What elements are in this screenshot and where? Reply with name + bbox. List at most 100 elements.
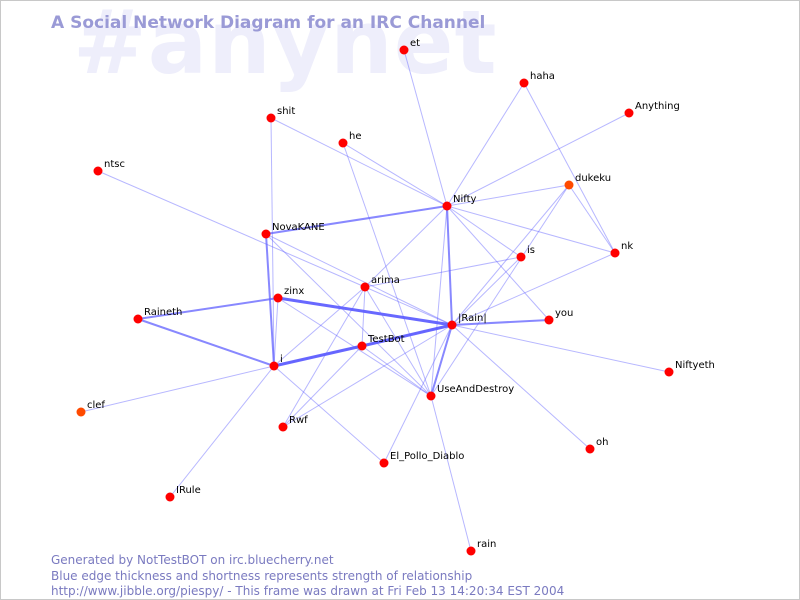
edge-TestBot-Rain (361, 323, 453, 348)
node-TestBot[interactable]: TestBot (357, 334, 405, 351)
node-IRule[interactable]: IRule (165, 485, 201, 502)
node-dot[interactable] (624, 108, 634, 118)
edge-TestBot-i (273, 344, 363, 368)
node-dot[interactable] (447, 320, 457, 330)
edge-Nifty-Rain (446, 205, 453, 326)
node-dot[interactable] (266, 113, 276, 123)
node-dot[interactable] (269, 361, 279, 371)
node-Rwf[interactable]: Rwf (278, 415, 309, 432)
node-arima[interactable]: arima (360, 275, 400, 292)
node-label: Niftyeth (675, 360, 715, 371)
node-dot[interactable] (585, 444, 595, 454)
node-dot[interactable] (379, 458, 389, 468)
node-dot[interactable] (610, 248, 620, 258)
edge-Nifty-dukeku (446, 184, 570, 207)
node-dot[interactable] (360, 282, 370, 292)
node-dot[interactable] (664, 367, 674, 377)
node-label: dukeku (575, 173, 611, 184)
edge-i-clef (80, 365, 275, 413)
node-label: rain (477, 539, 496, 550)
node-Raineth[interactable]: Raineth (133, 307, 183, 324)
node-shit[interactable]: shit (266, 106, 296, 123)
node-dot[interactable] (93, 166, 103, 176)
edge-haha-Nifty (446, 82, 525, 207)
node-Nifty[interactable]: Nifty (442, 194, 477, 211)
edge-is-arima (364, 256, 522, 288)
node-label: |Rain| (458, 313, 487, 324)
node-dot[interactable] (519, 78, 529, 88)
node-dot[interactable] (133, 314, 143, 324)
node-oh[interactable]: oh (585, 437, 609, 454)
edge-Nifty-UseAndDestroy (430, 205, 448, 397)
edge-zinx-Rain (277, 296, 453, 327)
node-label: haha (530, 71, 555, 82)
edge-ntsc-arima (97, 170, 366, 288)
node-dot[interactable] (442, 201, 452, 211)
node-dot[interactable] (466, 546, 476, 556)
node-Anything[interactable]: Anything (624, 101, 680, 118)
node-zinx[interactable]: zinx (273, 286, 305, 303)
node-dot[interactable] (273, 293, 283, 303)
node-dot[interactable] (564, 180, 574, 190)
node-rain[interactable]: rain (466, 539, 497, 556)
node-clef[interactable]: clef (76, 400, 106, 417)
node-nk[interactable]: nk (610, 241, 634, 258)
node-ntsc[interactable]: ntsc (93, 159, 125, 176)
node-UseAndDestroy[interactable]: UseAndDestroy (426, 384, 515, 401)
edge-et-Nifty (403, 49, 448, 207)
node-NovaKANE[interactable]: NovaKANE (261, 222, 325, 239)
node-dukeku[interactable]: dukeku (564, 173, 612, 190)
node-label: Nifty (453, 194, 477, 205)
node-El_Pollo_Diablo[interactable]: El_Pollo_Diablo (379, 451, 465, 468)
node-is[interactable]: is (516, 245, 536, 262)
node-dot[interactable] (338, 138, 348, 148)
edge-arima-Rwf (282, 286, 366, 428)
edge-Nifty-arima (364, 205, 448, 288)
edge-zinx-UseAndDestroy (277, 297, 432, 397)
node-dot[interactable] (516, 252, 526, 262)
node-haha[interactable]: haha (519, 71, 555, 88)
node-label: i (280, 354, 283, 365)
edge-Nifty-nk (446, 205, 616, 254)
edge-i-El_Pollo_Diablo (273, 365, 385, 464)
node-dot[interactable] (399, 45, 409, 55)
edge-TestBot-Rwf (282, 345, 363, 428)
footer-link[interactable]: http://www.jibble.org/piespy/ - This fra… (51, 584, 565, 598)
edge-dukeku-UseAndDestroy (430, 184, 570, 397)
edge-UseAndDestroy-rain (430, 395, 472, 552)
node-he[interactable]: he (338, 131, 362, 148)
node-label: ntsc (104, 159, 125, 170)
node-label: et (410, 38, 420, 49)
node-dot[interactable] (76, 407, 86, 417)
node-dot[interactable] (165, 492, 175, 502)
edge-he-UseAndDestroy (342, 142, 432, 397)
node-dot[interactable] (278, 422, 288, 432)
node-dot[interactable] (544, 315, 554, 325)
node-dot[interactable] (426, 391, 436, 401)
edge-arima-TestBot (361, 286, 366, 347)
edge-arima-UseAndDestroy (364, 286, 432, 397)
node-label: zinx (284, 286, 304, 297)
node-dot[interactable] (357, 341, 367, 351)
edge-Anything-Nifty (446, 112, 630, 207)
node-Rain[interactable]: |Rain| (447, 313, 487, 330)
node-you[interactable]: you (544, 308, 574, 325)
edge-i-arima (273, 286, 366, 367)
node-label: El_Pollo_Diablo (390, 451, 464, 462)
node-label: UseAndDestroy (437, 384, 514, 395)
edge-Rain-Rwf (282, 324, 453, 428)
edge-Raineth-zinx (137, 297, 279, 320)
footer-generated-by: Generated by NotTestBOT on irc.bluecherr… (51, 553, 334, 567)
edge-NovaKANE-i (265, 233, 275, 367)
node-label: shit (277, 106, 295, 117)
channel-watermark: #anynet (73, 0, 498, 94)
node-et[interactable]: et (399, 38, 421, 55)
edge-Rain-UseAndDestroy (430, 324, 453, 397)
edge-NovaKANE-Rain (265, 233, 453, 326)
node-i[interactable]: i (269, 354, 283, 371)
node-dot[interactable] (261, 229, 271, 239)
node-label: nk (621, 241, 633, 252)
edge-Rain-oh (451, 324, 591, 450)
node-Niftyeth[interactable]: Niftyeth (664, 360, 715, 377)
